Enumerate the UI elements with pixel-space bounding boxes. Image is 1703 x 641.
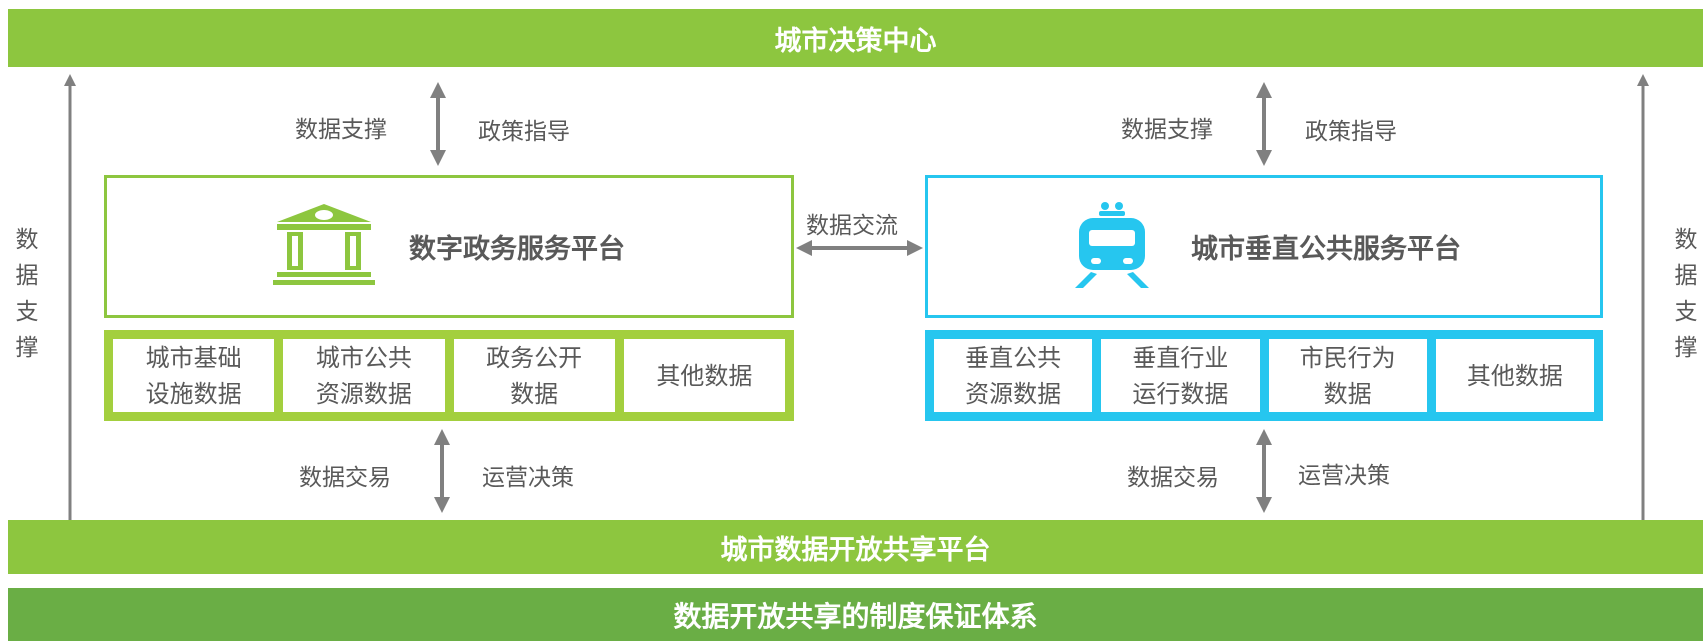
gov-top-right-label: 政策指导 <box>478 119 570 145</box>
gov-bottom-right-label: 运营决策 <box>482 465 574 491</box>
government-building-icon <box>273 202 375 292</box>
city-data-cell-citizen-behavior: 市民行为 数据 <box>1268 339 1427 412</box>
gov-data-cell-infrastructure: 城市基础 设施数据 <box>113 339 275 412</box>
city-bottom-left-label: 数据交易 <box>1127 465 1219 491</box>
gov-bottom-left-label: 数据交易 <box>299 465 391 491</box>
institutional-guarantee-band: 数据开放共享的制度保证体系 <box>8 588 1703 641</box>
gov-data-cell-public-resources: 城市公共 资源数据 <box>283 339 445 412</box>
exchange-label: 数据交流 <box>806 213 898 239</box>
gov-service-platform: 数字政务服务平台 <box>104 175 794 318</box>
city-data-row: 垂直公共 资源数据 垂直行业 运行数据 市民行为 数据 其他数据 <box>925 330 1603 421</box>
city-data-cell-industry-operation: 垂直行业 运行数据 <box>1101 339 1260 412</box>
city-data-cell-other: 其他数据 <box>1435 339 1594 412</box>
city-bottom-right-label: 运营决策 <box>1298 463 1390 489</box>
institutional-guarantee-title: 数据开放共享的制度保证体系 <box>673 599 1038 633</box>
city-platform-title: 城市垂直公共服务平台 <box>1191 234 1461 265</box>
gov-platform-title: 数字政务服务平台 <box>409 234 625 265</box>
train-icon <box>1067 200 1157 294</box>
city-top-right-label: 政策指导 <box>1305 119 1397 145</box>
data-sharing-platform-title: 城市数据开放共享平台 <box>720 534 991 566</box>
decision-center-band: 城市决策中心 <box>8 9 1703 67</box>
data-sharing-platform-band: 城市数据开放共享平台 <box>8 520 1703 574</box>
gov-data-cell-government-open: 政务公开 数据 <box>453 339 615 412</box>
right-vertical-label: 数 据 支 撑 <box>1674 227 1698 361</box>
gov-top-left-label: 数据支撑 <box>295 117 387 143</box>
city-data-cell-vertical-public: 垂直公共 资源数据 <box>934 339 1093 412</box>
left-vertical-label: 数 据 支 撑 <box>15 227 39 361</box>
decision-center-title: 城市决策中心 <box>774 25 937 57</box>
gov-data-cell-other: 其他数据 <box>623 339 785 412</box>
gov-data-row: 城市基础 设施数据 城市公共 资源数据 政务公开 数据 其他数据 <box>104 330 794 421</box>
city-top-left-label: 数据支撑 <box>1121 117 1213 143</box>
city-vertical-service-platform: 城市垂直公共服务平台 <box>925 175 1603 318</box>
